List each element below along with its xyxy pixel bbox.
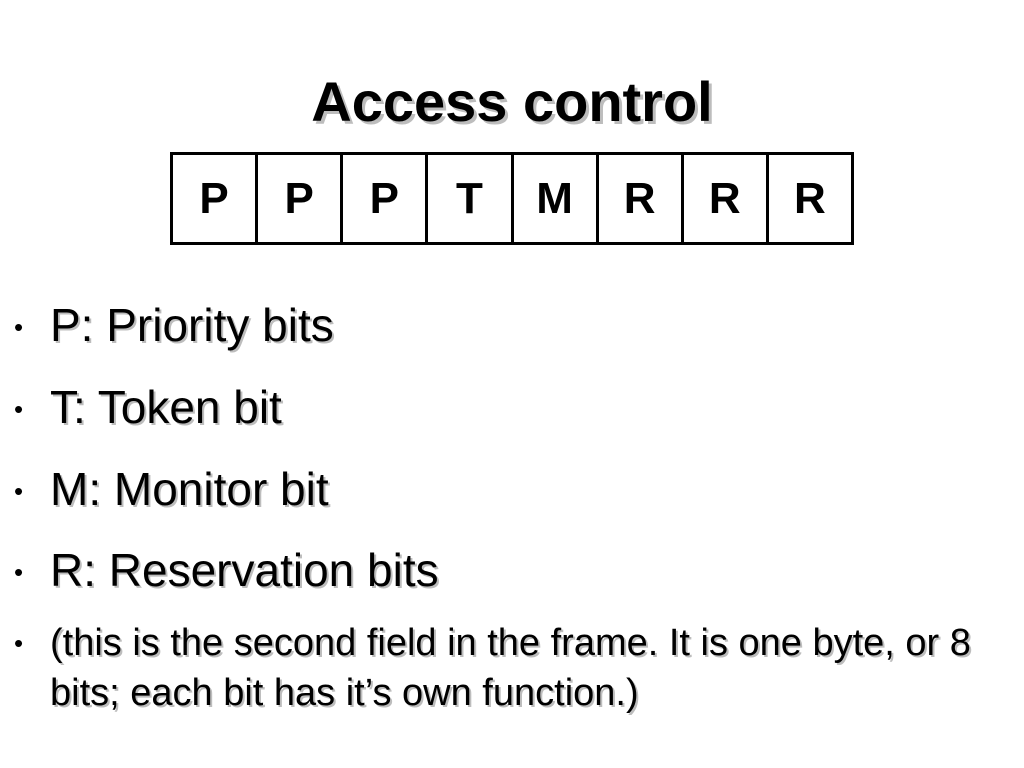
bit-cell: P [258, 155, 344, 242]
bullet-marker-icon: • [14, 628, 24, 658]
bullet-marker-icon: • [14, 394, 24, 424]
bit-cell: T [428, 155, 514, 242]
bullet-marker-icon: • [14, 557, 24, 587]
bullet-text: R: Reservation bits [50, 544, 439, 596]
bullet-marker-icon: • [14, 476, 24, 506]
bullet-text: T: Token bit [50, 381, 282, 433]
bullet-text: (this is the second field in the frame. … [50, 622, 971, 714]
bit-cell: P [343, 155, 429, 242]
bit-cell: R [794, 173, 826, 223]
slide-title: Access control [311, 70, 713, 133]
bit-cell: R [684, 155, 769, 242]
bullet-text: M: Monitor bit [50, 463, 329, 515]
bullet-text: P: Priority bits [50, 299, 334, 351]
access-control-byte-diagram: P P P T M R R R [170, 152, 854, 245]
bit-cell: P [173, 155, 259, 242]
bit-cell: M [514, 155, 599, 242]
bit-cell: R [599, 155, 684, 242]
bullet-marker-icon: • [14, 312, 24, 342]
